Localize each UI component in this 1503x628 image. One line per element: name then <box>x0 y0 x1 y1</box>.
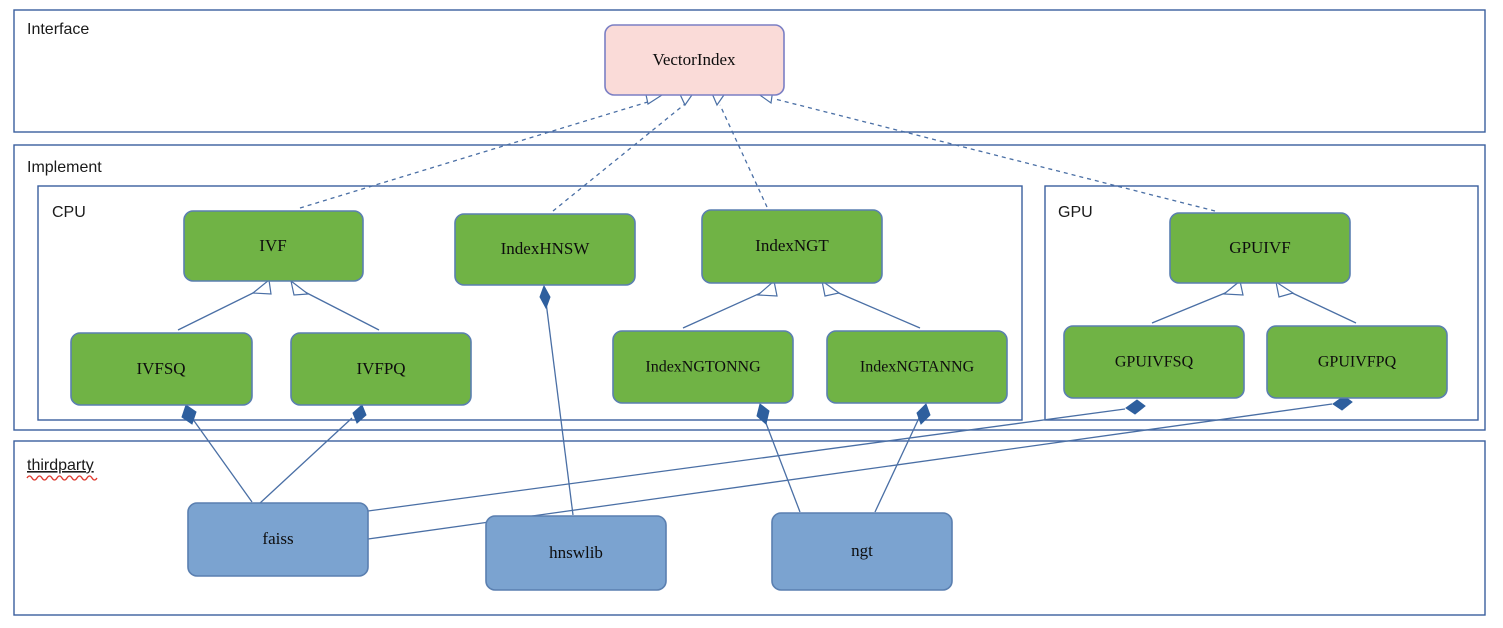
node-indexngtanng[interactable]: IndexNGTANNG <box>826 330 1008 404</box>
edge-ivfpq-to-ivf <box>290 279 380 331</box>
node-faiss[interactable]: faiss <box>187 502 369 577</box>
package-label-cpu: CPU <box>52 204 86 221</box>
node-ivf[interactable]: IVF <box>183 210 364 282</box>
package-cpu: CPU <box>37 185 1023 421</box>
node-label-indexngtanng: IndexNGTANNG <box>860 359 975 376</box>
edge-indexngtonng-to-indexngt <box>682 279 778 329</box>
node-indexngtonng[interactable]: IndexNGTONNG <box>612 330 794 404</box>
edge-ivf-to-vectorindex <box>299 89 664 209</box>
package-implement: Implement <box>13 144 1486 431</box>
node-label-vectorindex: VectorIndex <box>652 50 736 69</box>
node-label-ivfpq: IVFPQ <box>356 359 405 378</box>
node-vectorindex[interactable]: VectorIndex <box>604 24 785 96</box>
node-ngt[interactable]: ngt <box>771 512 953 591</box>
node-label-hnswlib: hnswlib <box>549 543 603 562</box>
edge-ngt-to-indexngtanng <box>874 403 931 513</box>
package-label-interface: Interface <box>27 21 89 38</box>
package-gpu: GPU <box>1044 185 1479 421</box>
node-label-ivfsq: IVFSQ <box>136 359 185 378</box>
spellcheck-squiggle-icon <box>26 475 98 481</box>
edge-hnswlib-to-indexhnsw <box>539 284 574 516</box>
package-interface: Interface <box>13 9 1486 133</box>
package-label-implement: Implement <box>27 159 102 176</box>
edge-faiss-to-gpuivfsq <box>367 399 1146 512</box>
edge-faiss-to-ivfpq <box>258 404 367 505</box>
edge-gpuivfpq-to-gpuivf <box>1275 280 1357 324</box>
edge-group <box>177 88 1357 540</box>
edge-indexngtanng-to-indexngt <box>821 279 921 329</box>
node-gpuivfpq[interactable]: GPUIVFPQ <box>1266 325 1448 399</box>
package-group: Interface Implement CPU GPU thirdparty <box>13 9 1486 616</box>
node-hnswlib[interactable]: hnswlib <box>485 515 667 591</box>
node-gpuivfsq[interactable]: GPUIVFSQ <box>1063 325 1245 399</box>
node-label-gpuivfpq: GPUIVFPQ <box>1318 354 1397 371</box>
node-label-indexngtonng: IndexNGTONNG <box>645 359 761 376</box>
edge-ngt-to-indexngtonng <box>756 403 801 513</box>
node-indexhnsw[interactable]: IndexHNSW <box>454 213 636 286</box>
node-indexngt[interactable]: IndexNGT <box>701 209 883 284</box>
edge-indexhnsw-to-vectorindex <box>552 89 696 212</box>
node-label-ngt: ngt <box>851 541 873 560</box>
node-ivfsq[interactable]: IVFSQ <box>70 332 253 406</box>
node-label-indexhnsw: IndexHNSW <box>501 239 591 258</box>
edge-gpuivfsq-to-gpuivf <box>1151 279 1244 324</box>
node-group: VectorIndex IVF IndexHNSW IndexNGT GPUIV… <box>70 24 1448 591</box>
edge-gpuivf-to-vectorindex <box>755 88 1216 212</box>
node-label-ivf: IVF <box>259 236 286 255</box>
package-thirdparty: thirdparty <box>13 440 1486 616</box>
edge-faiss-to-ivfsq <box>181 404 253 503</box>
node-ivfpq[interactable]: IVFPQ <box>290 332 472 406</box>
edge-indexngt-to-vectorindex <box>710 90 768 208</box>
node-gpuivf[interactable]: GPUIVF <box>1169 212 1351 284</box>
edge-ivfsq-to-ivf <box>177 278 272 331</box>
package-label-thirdparty: thirdparty <box>27 457 94 474</box>
node-label-gpuivfsq: GPUIVFSQ <box>1115 354 1194 371</box>
package-label-gpu: GPU <box>1058 204 1093 221</box>
node-label-faiss: faiss <box>262 529 293 548</box>
node-label-indexngt: IndexNGT <box>755 236 829 255</box>
node-label-gpuivf: GPUIVF <box>1229 238 1290 257</box>
